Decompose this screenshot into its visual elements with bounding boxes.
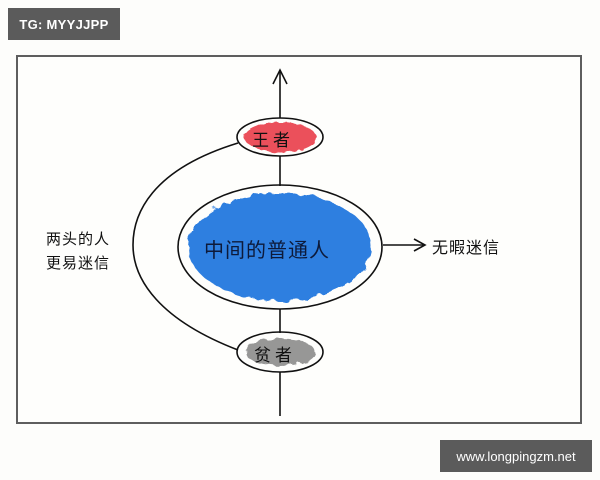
label-extremes-more-superstitious: 两头的人 更易迷信 [46,227,110,275]
connecting-arc [132,142,239,351]
node-ordinary-people [177,184,383,310]
right-arrow [383,238,427,252]
vertical-arrow [272,68,288,416]
label-king: 王者 [252,131,294,151]
label-no-time-for-superstition: 无暇迷信 [432,238,501,257]
left-annotation-line1: 两头的人 [46,230,111,248]
watermark-site: www.longpingzm.net [440,440,592,472]
node-king [236,117,324,157]
watermark-tg: TG: MYYJJPP [8,8,120,40]
node-poor [236,331,324,373]
label-poor: 贫者 [254,346,296,366]
label-ordinary-people: 中间的普通人 [204,238,330,262]
left-annotation-line2: 更易迷信 [46,254,111,272]
